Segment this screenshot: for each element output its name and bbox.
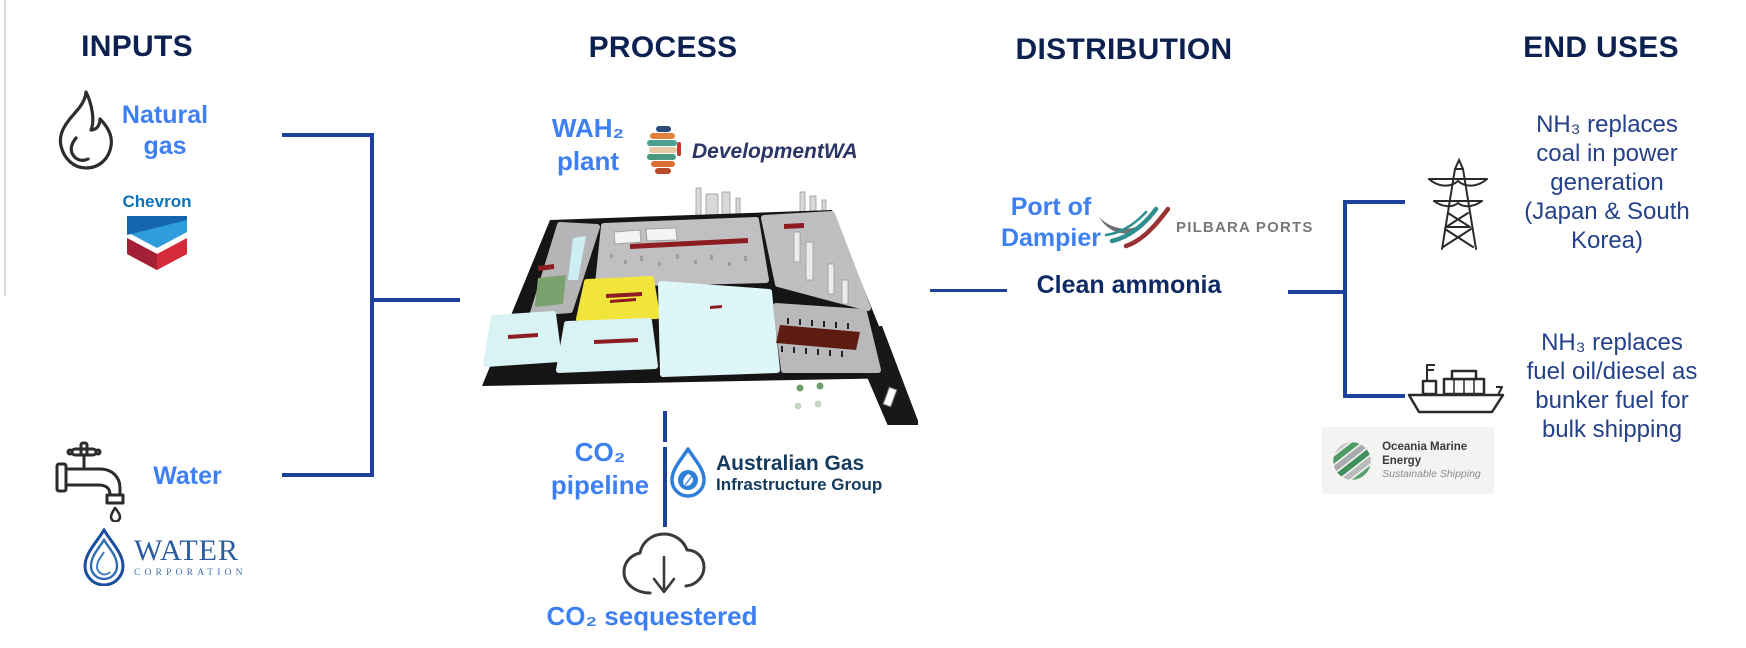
connector-inputs-to-plant bbox=[370, 298, 460, 302]
cargo-ship-icon bbox=[1406, 358, 1508, 423]
connector-inputs-vertical bbox=[370, 133, 374, 477]
water-droplet-icon bbox=[83, 528, 125, 586]
connector-ammonia-left bbox=[930, 289, 1007, 292]
oceania-name: Oceania Marine Energy bbox=[1382, 441, 1468, 467]
slide-edge-line bbox=[4, 0, 6, 296]
chevron-logo: Chevron bbox=[122, 192, 192, 272]
flame-icon bbox=[52, 88, 116, 179]
agig-name-line2: Infrastructure Group bbox=[716, 475, 883, 494]
agig-logo: Australian Gas Infrastructure Group bbox=[668, 447, 882, 499]
pilbara-swoosh-icon bbox=[1099, 206, 1170, 249]
developmentwa-wordmark: DevelopmentWA bbox=[692, 140, 858, 163]
oceania-marine-energy-logo: Oceania Marine Energy Sustainable Shippi… bbox=[1322, 427, 1494, 494]
water-tap-icon bbox=[54, 440, 138, 527]
port-of-dampier-label: Port of Dampier bbox=[1000, 193, 1102, 252]
column-header-distribution: DISTRIBUTION bbox=[1015, 33, 1233, 66]
water-corporation-logo: WATER CORPORATION bbox=[80, 528, 247, 586]
clean-ammonia-label: Clean ammonia bbox=[1036, 271, 1222, 299]
water-label: Water bbox=[153, 462, 222, 490]
transmission-tower-icon bbox=[1426, 155, 1490, 256]
chevron-hallmark-icon bbox=[127, 216, 187, 270]
shipping-end-use-text: NH₃ replaces fuel oil/diesel as bunker f… bbox=[1526, 329, 1698, 443]
chevron-wordmark: Chevron bbox=[122, 192, 192, 211]
oceania-subtitle: Sustainable Shipping bbox=[1382, 468, 1481, 480]
pilbara-ports-wordmark: PILBARA PORTS bbox=[1176, 218, 1314, 236]
wah2-plant-label: WAH₂ plant bbox=[551, 113, 625, 176]
co2-pipeline-dash-1 bbox=[663, 411, 667, 442]
column-header-process: PROCESS bbox=[588, 31, 738, 64]
cloud-download-icon bbox=[616, 527, 712, 610]
column-header-end-uses: END USES bbox=[1523, 31, 1679, 64]
developmentwa-mark-icon bbox=[647, 126, 681, 174]
connector-enduses-vertical bbox=[1343, 200, 1347, 398]
water-corp-name: WATER bbox=[134, 534, 239, 567]
connector-enduses-top bbox=[1347, 200, 1405, 204]
plant-3d-render bbox=[448, 180, 920, 430]
connector-enduses-bottom bbox=[1347, 394, 1405, 398]
agig-name-line1: Australian Gas bbox=[716, 452, 865, 475]
co2-sequestered-label: CO₂ sequestered bbox=[546, 601, 758, 631]
connector-ammonia-right bbox=[1288, 290, 1345, 294]
co2-pipeline-dash-2 bbox=[663, 447, 667, 527]
water-corp-subtitle: CORPORATION bbox=[134, 568, 247, 578]
column-header-inputs: INPUTS bbox=[81, 30, 193, 63]
power-end-use-text: NH₃ replaces coal in power generation (J… bbox=[1524, 111, 1690, 254]
connector-inputs-bottom bbox=[282, 473, 374, 477]
co2-pipeline-label: CO₂ pipeline bbox=[550, 437, 650, 500]
developmentwa-logo: DevelopmentWA bbox=[642, 124, 858, 180]
natural-gas-label: Natural gas bbox=[121, 101, 209, 160]
agig-droplet-icon bbox=[670, 447, 706, 498]
oceania-globe-icon bbox=[1333, 441, 1371, 480]
connector-inputs-top bbox=[282, 133, 374, 137]
pilbara-ports-logo: PILBARA PORTS bbox=[1096, 205, 1314, 249]
